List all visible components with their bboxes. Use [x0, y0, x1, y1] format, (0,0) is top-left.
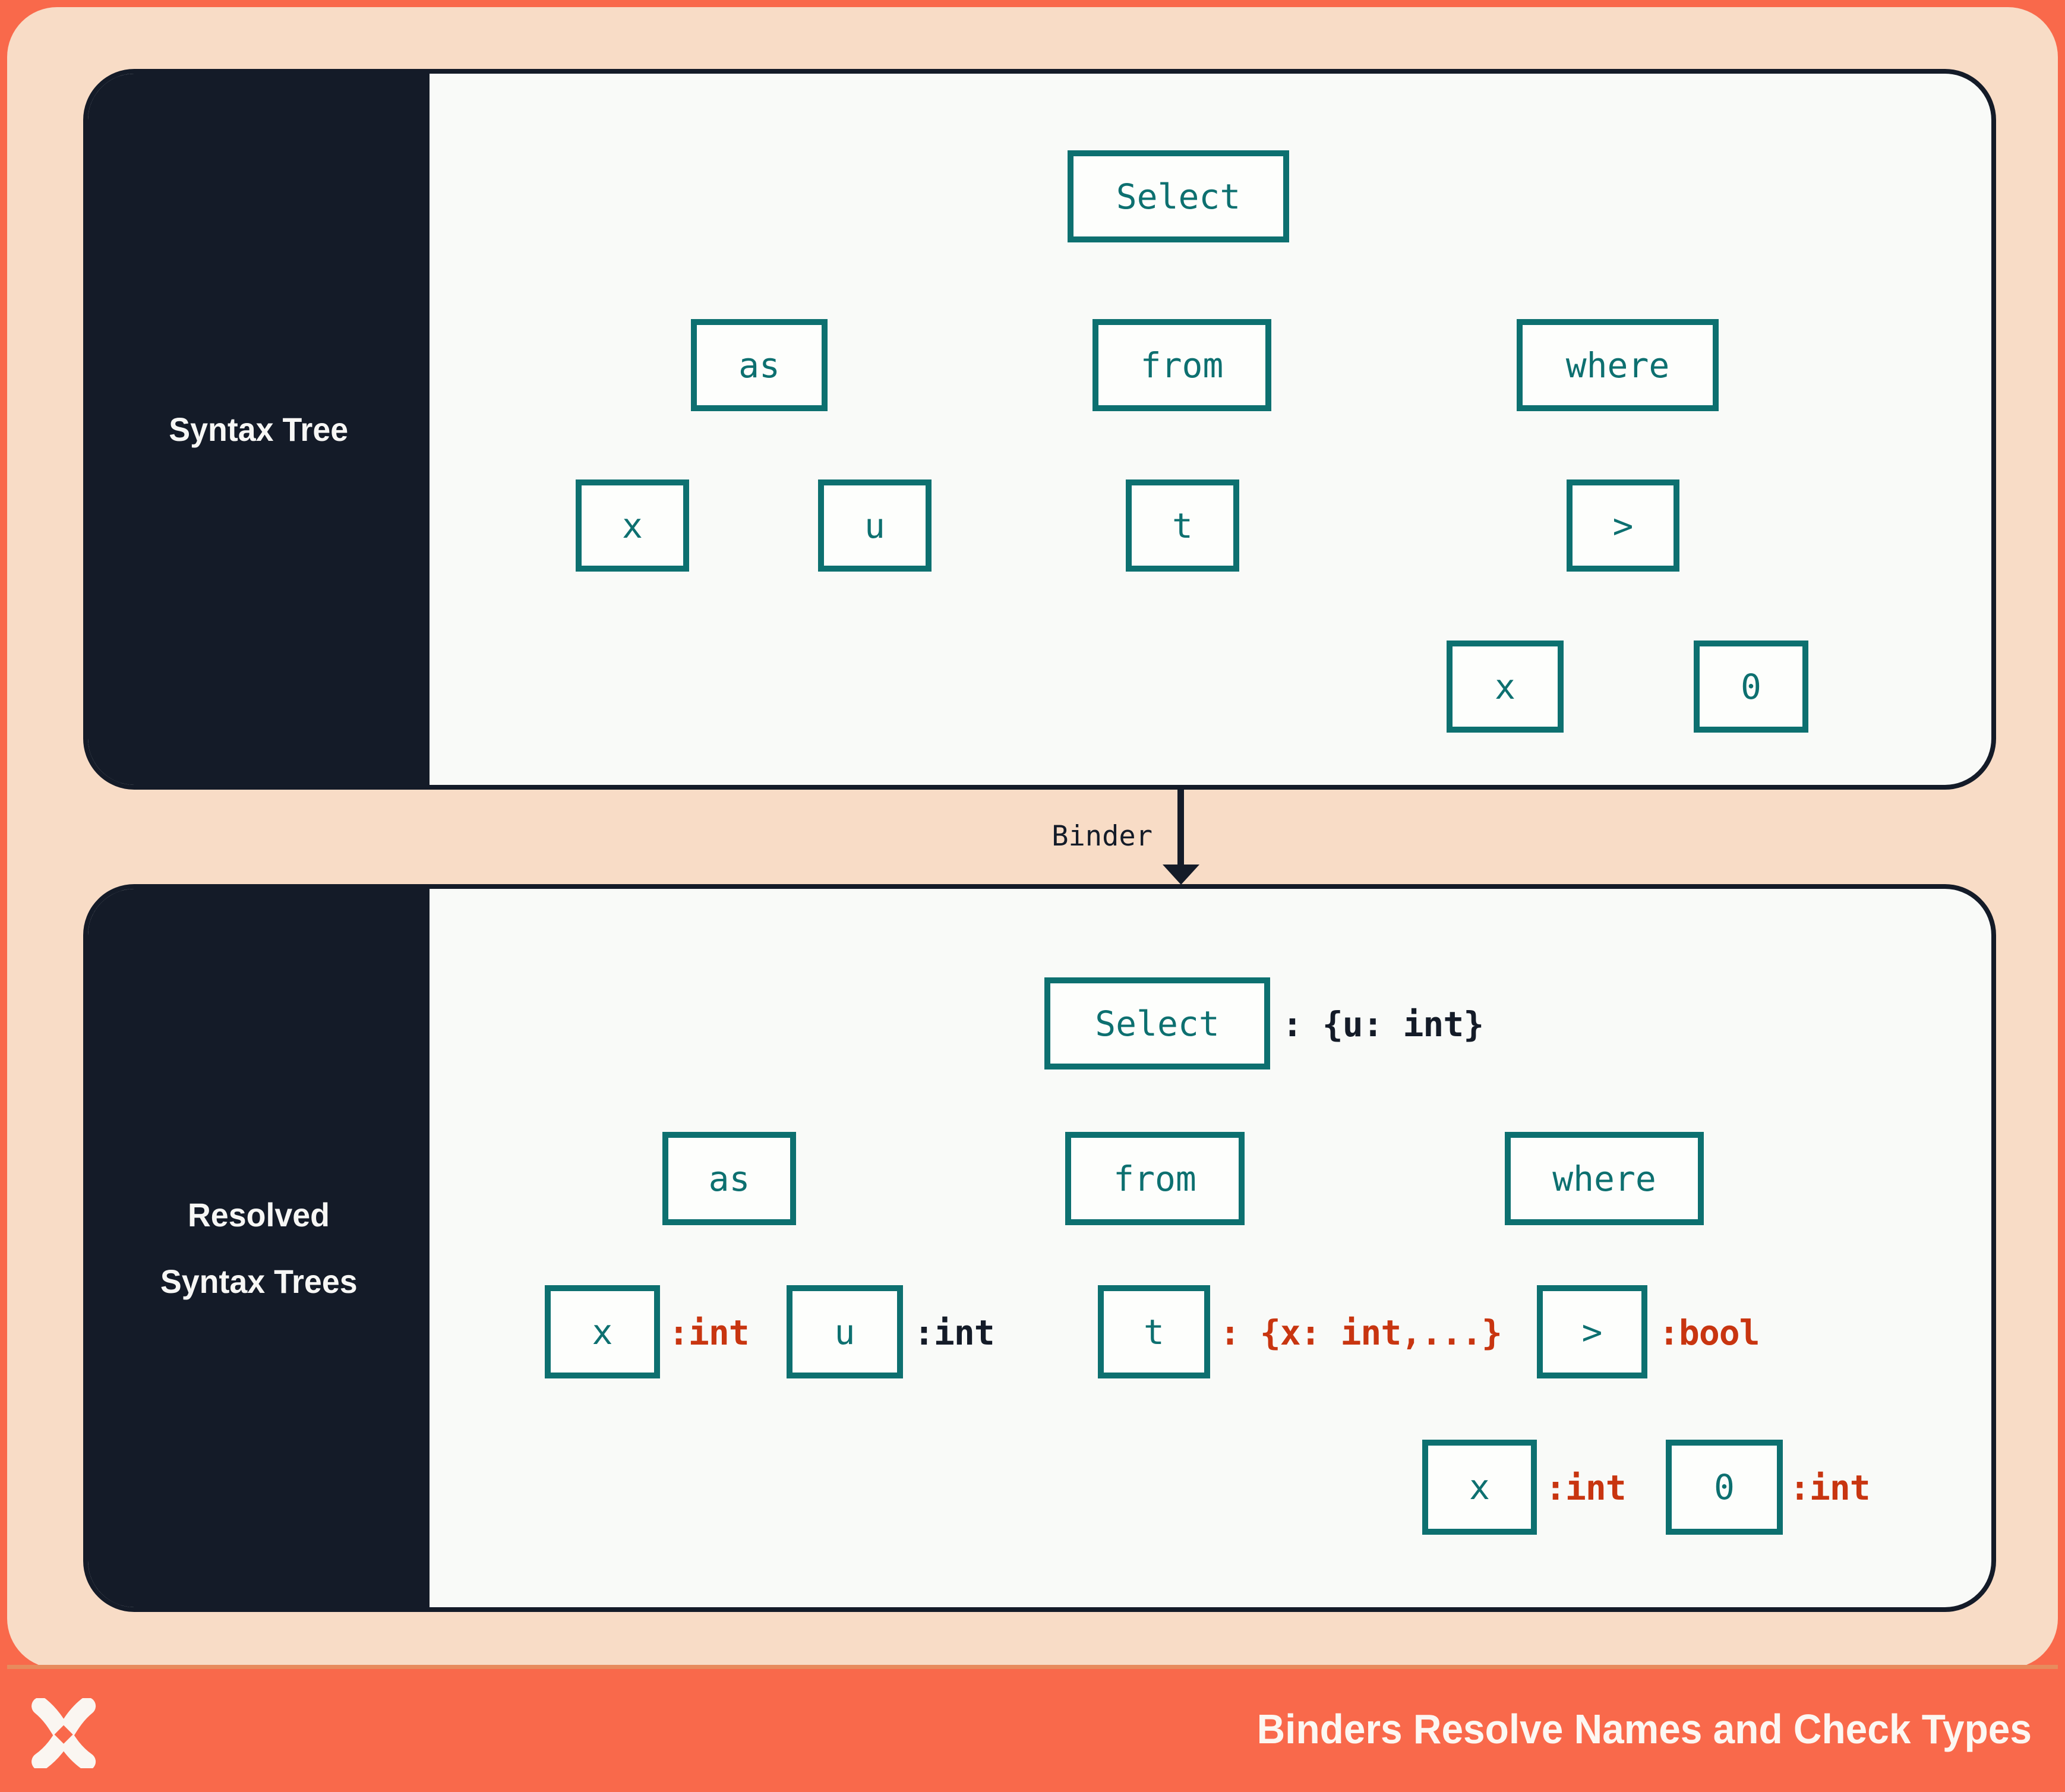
resolved-syntax-trees-sidebar: Resolved Syntax Trees: [88, 889, 430, 1607]
pinwheel-x-logo-icon: [31, 1698, 96, 1768]
tree1-node-x-alias: x: [576, 479, 689, 572]
tree2-node-t: t: [1098, 1285, 1210, 1378]
type-annotation-zero: :int: [1789, 1468, 1871, 1508]
tree1-node-where: where: [1517, 319, 1719, 411]
tree2-node-as: as: [662, 1132, 796, 1225]
tree2-node-u: u: [787, 1285, 903, 1378]
footer-divider-line: [7, 1665, 2058, 1669]
type-annotation-x-alias: :int: [668, 1313, 750, 1353]
type-annotation-u: :int: [914, 1313, 995, 1353]
type-annotation-greater-than: :bool: [1659, 1313, 1760, 1353]
syntax-tree-panel-title: Syntax Tree: [169, 410, 349, 448]
tree1-node-t: t: [1126, 479, 1239, 572]
resolved-syntax-trees-panel: Resolved Syntax Trees: [83, 884, 1996, 1612]
tree2-node-select: Select: [1044, 977, 1270, 1069]
type-annotation-t: : {x: int,...}: [1220, 1313, 1502, 1353]
tree1-node-u: u: [818, 479, 932, 572]
type-annotation-x-compare: :int: [1545, 1468, 1627, 1508]
binder-label: Binder: [1052, 820, 1153, 853]
binder-arrow-line: [1177, 790, 1184, 867]
syntax-tree-panel: Syntax Tree: [83, 69, 1996, 790]
type-annotation-select: : {u: int}: [1282, 1004, 1484, 1045]
tree1-node-select: Select: [1068, 150, 1289, 242]
tree1-node-from: from: [1093, 319, 1271, 411]
tree1-node-zero: 0: [1694, 641, 1808, 733]
tree2-node-x-alias: x: [545, 1285, 660, 1378]
footer-title: Binders Resolve Names and Check Types: [1256, 1706, 2032, 1752]
tree2-node-greater-than: >: [1537, 1285, 1647, 1378]
tree2-node-where: where: [1505, 1132, 1704, 1225]
tree1-node-greater-than: >: [1567, 479, 1679, 572]
tree1-node-x-compare: x: [1447, 641, 1564, 733]
tree2-node-from: from: [1065, 1132, 1245, 1225]
resolved-panel-title-line2: Syntax Trees: [160, 1262, 358, 1300]
syntax-tree-sidebar: Syntax Tree: [88, 74, 430, 785]
resolved-panel-title-line1: Resolved: [187, 1195, 330, 1233]
tree1-node-as: as: [691, 319, 828, 411]
binder-arrow-head: [1163, 865, 1199, 885]
tree2-node-x-compare: x: [1422, 1440, 1537, 1535]
tree2-node-zero: 0: [1666, 1440, 1783, 1535]
